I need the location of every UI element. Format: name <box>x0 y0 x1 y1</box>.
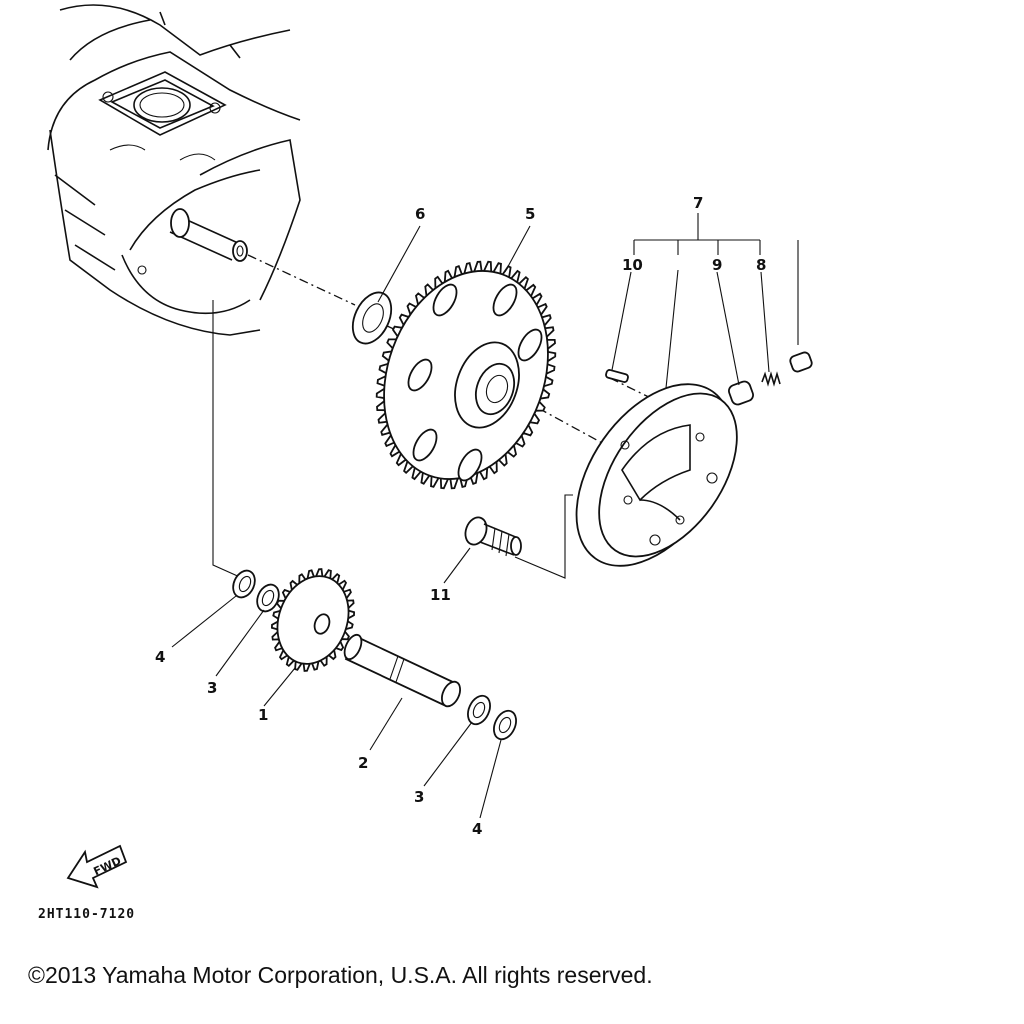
callout-4-left: 4 <box>155 648 165 666</box>
gear-hole <box>432 283 458 317</box>
gear-hole <box>517 328 543 362</box>
gear-hole <box>407 358 433 392</box>
callout-5: 5 <box>525 205 535 223</box>
callout-3-right: 3 <box>414 788 424 806</box>
part-10-pin <box>605 369 629 383</box>
callout-2: 2 <box>358 754 368 772</box>
copyright-notice: ©2013 Yamaha Motor Corporation, U.S.A. A… <box>28 962 653 988</box>
fwd-arrow-icon: FWD <box>66 844 128 889</box>
part-11-bolt <box>464 516 522 557</box>
callout-3-left: 3 <box>207 679 217 697</box>
part-6-washer <box>351 291 393 345</box>
gear-hole <box>457 448 483 482</box>
part-7-clutch-housing <box>575 383 738 567</box>
part-2-shaft <box>343 633 461 708</box>
part-4-circlip-left <box>232 569 256 599</box>
part-3-washer-right <box>467 694 491 726</box>
part-8-spring <box>761 371 781 387</box>
gear-hole <box>492 283 518 317</box>
part-1-idler-gear <box>270 568 356 672</box>
callout-6: 6 <box>415 205 425 223</box>
callout-7: 7 <box>693 194 703 212</box>
callout-8: 8 <box>756 256 766 274</box>
leader-lines <box>171 213 799 819</box>
callout-1: 1 <box>258 706 268 724</box>
part-3-washer-left <box>256 583 280 613</box>
part-5-starter-gear <box>375 260 557 490</box>
callout-4-right: 4 <box>472 820 482 838</box>
callout-numbers: 6 5 7 10 9 8 11 4 3 1 2 3 4 <box>155 194 766 838</box>
diagram-part-code: 2HT110-7120 <box>38 907 135 922</box>
part-cap <box>789 351 813 373</box>
callout-11: 11 <box>430 586 451 604</box>
callout-10: 10 <box>622 256 643 274</box>
part-4-circlip-right <box>493 709 517 741</box>
engine-crankcase <box>47 4 301 336</box>
gear-hole <box>412 428 438 462</box>
callout-9: 9 <box>712 256 722 274</box>
part-9-roller <box>728 380 754 406</box>
